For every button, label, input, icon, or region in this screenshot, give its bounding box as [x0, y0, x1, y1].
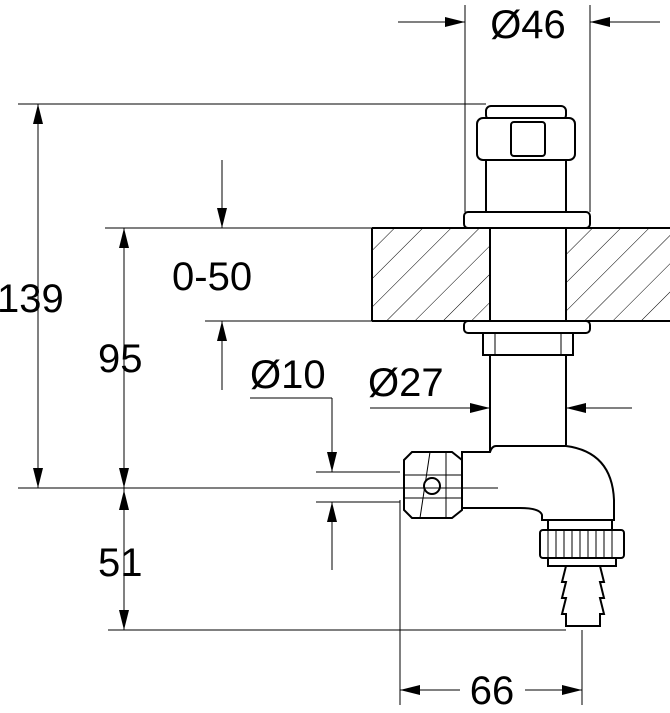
label-projection: 66: [470, 669, 515, 713]
extension-lines: [18, 5, 591, 705]
label-overall-height: 139: [0, 277, 64, 321]
label-height-below-wall: 95: [98, 337, 143, 381]
label-inlet-diameter: Ø10: [250, 353, 326, 397]
dimension-labels: Ø46 139 0-50 95 Ø10 Ø27 51 66: [0, 3, 566, 713]
wall-section: [371, 227, 670, 322]
label-outlet-height: 51: [98, 541, 143, 585]
label-pipe-diameter: Ø27: [368, 361, 444, 405]
dimension-lines: [33, 17, 660, 695]
label-wall-thickness: 0-50: [172, 255, 252, 299]
fitting-body: [403, 105, 625, 627]
knurl-lines: [547, 530, 613, 558]
label-top-diameter: Ø46: [490, 3, 566, 47]
